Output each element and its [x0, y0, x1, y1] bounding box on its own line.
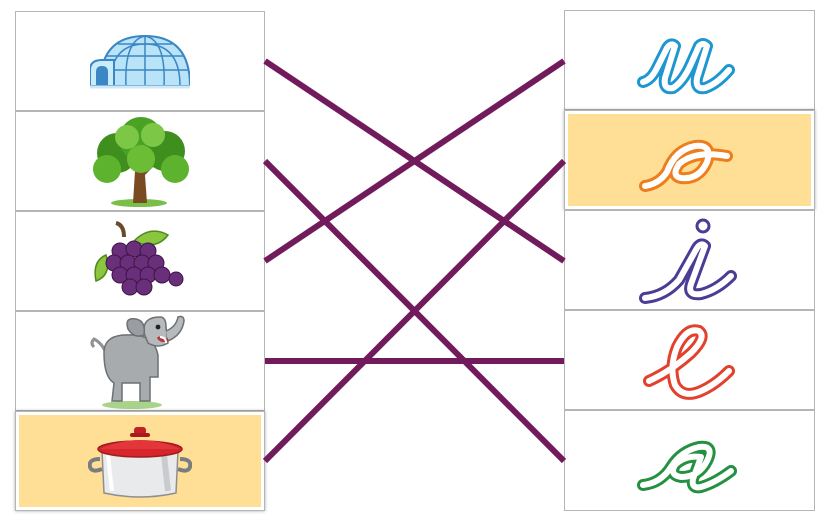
elephant-icon — [88, 313, 192, 409]
connection-line — [263, 58, 566, 264]
cursive-letter-a — [635, 421, 745, 501]
tree-icon — [87, 115, 193, 207]
picture-card-pot[interactable] — [15, 411, 265, 511]
picture-card-elephant[interactable] — [15, 311, 265, 411]
igloo-icon — [90, 30, 190, 92]
picture-card-grapes[interactable] — [15, 211, 265, 311]
cursive-letter-o — [635, 120, 745, 200]
cursive-letter-e — [635, 315, 745, 405]
connection-line — [262, 158, 567, 464]
grapes-icon — [90, 221, 190, 301]
cursive-letter-u — [635, 20, 745, 100]
letter-card-e[interactable] — [564, 310, 815, 410]
letter-card-o[interactable] — [564, 110, 815, 210]
cursive-letter-i — [635, 214, 745, 306]
letter-card-u[interactable] — [564, 10, 815, 110]
letter-card-i[interactable] — [564, 210, 815, 310]
connection-line — [263, 58, 566, 264]
connection-line — [262, 158, 567, 464]
picture-card-igloo[interactable] — [15, 11, 265, 111]
letter-card-a[interactable] — [564, 410, 815, 511]
picture-card-tree[interactable] — [15, 111, 265, 211]
pot-icon — [88, 421, 192, 501]
